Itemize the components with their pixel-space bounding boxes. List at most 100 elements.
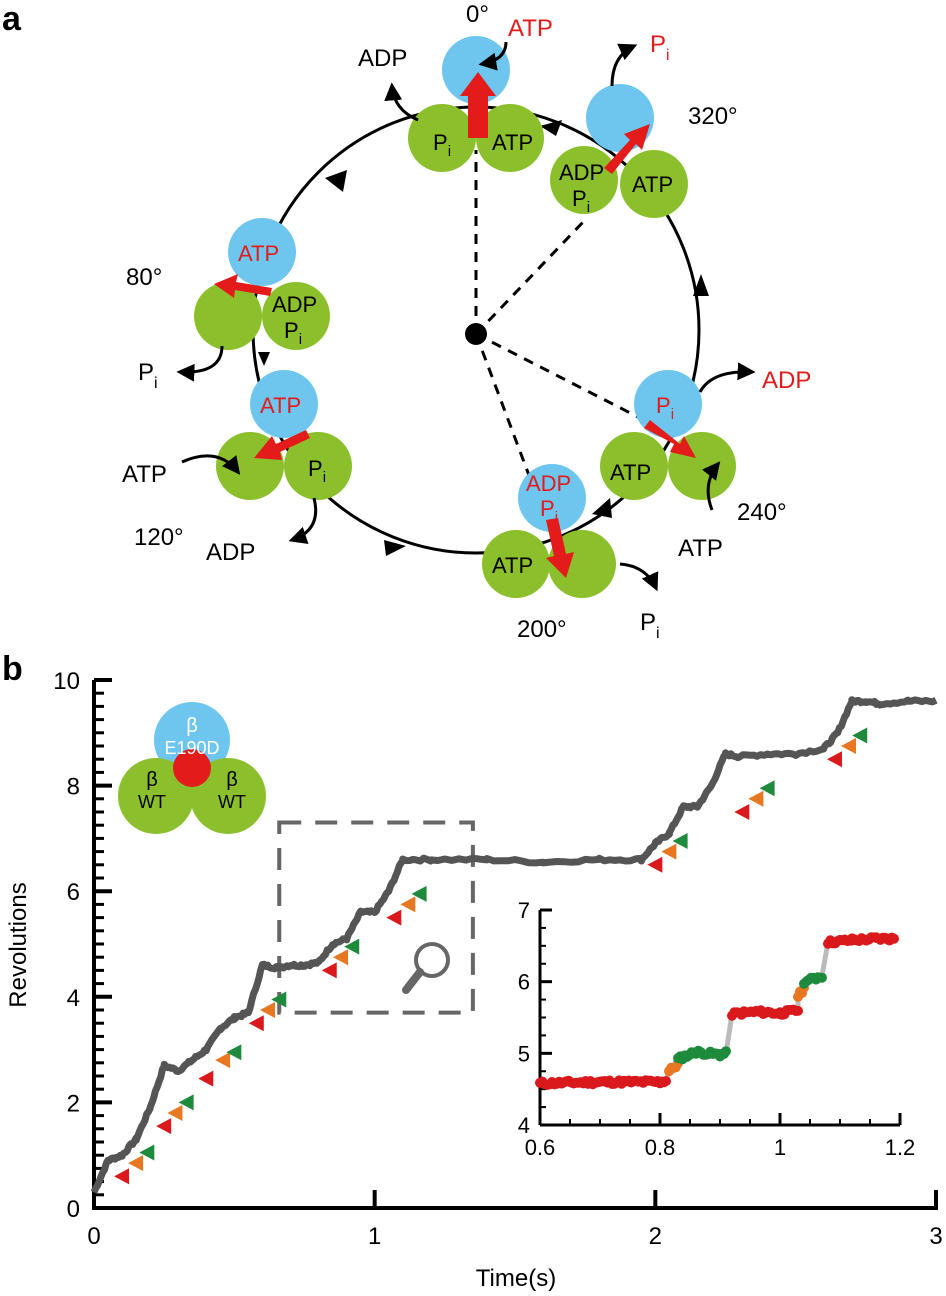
- label-pi-320-sub: i: [666, 47, 670, 64]
- s80-right-sub: i: [299, 331, 302, 348]
- inset-x-tick-label: 0.6: [525, 1135, 556, 1160]
- x-axis-label: Time(s): [476, 1265, 556, 1292]
- inset-y-tick-label: 5: [518, 1041, 530, 1066]
- s120-right-label: P: [308, 456, 323, 481]
- inset-y-tick-label: 6: [518, 970, 530, 995]
- inset-point-green: [721, 1046, 731, 1057]
- x-tick-label: 1: [368, 1223, 381, 1250]
- s200-blue-line1: ADP: [526, 471, 571, 496]
- red-rotor-arrow: [546, 518, 574, 578]
- inset-point-red: [793, 1005, 803, 1016]
- beta-green-subunit-left: [408, 104, 476, 172]
- inset-x-tick-label: 1: [774, 1135, 786, 1160]
- exchange-labels: ATP ADP Pi Pi ATP ADP Pi ADP ATP: [122, 15, 811, 642]
- label-pi-200-sub: i: [656, 625, 660, 642]
- step-marker-orange: [260, 1002, 276, 1018]
- s320-left-line2: P: [572, 186, 587, 211]
- beta-blue-subunit: [228, 218, 296, 286]
- state-200-deg: ADP Pi ATP: [482, 464, 616, 598]
- step-marker-orange: [215, 1052, 231, 1069]
- label-adp-out-120: ADP: [206, 539, 255, 566]
- step-marker-orange: [748, 790, 764, 807]
- inset-point-green: [817, 972, 827, 983]
- beta-green-subunit-right: [668, 432, 736, 500]
- y-tick-label: 8: [67, 774, 80, 801]
- beta-green-subunit-right: [476, 104, 544, 172]
- state-320-deg: ADP Pi ATP: [550, 84, 688, 218]
- s0-left-sub: i: [448, 143, 451, 160]
- step-marker-green: [411, 885, 427, 902]
- y-tick-label: 0: [67, 1196, 80, 1223]
- step-marker-red: [156, 1118, 172, 1135]
- angle-120: 120°: [134, 524, 184, 551]
- s200-left-label: ATP: [492, 553, 533, 578]
- label-pi-80-sub: i: [154, 375, 158, 392]
- x-tick-label: 3: [929, 1223, 942, 1250]
- step-marker-green: [759, 780, 775, 797]
- label-adp-out-240: ADP: [762, 367, 811, 394]
- red-rotor-arrow: [460, 72, 496, 138]
- label-pi-320: P: [650, 31, 666, 58]
- s80-right-line2: P: [284, 318, 299, 343]
- s320-left-sub: i: [587, 199, 590, 216]
- step-marker-red: [114, 1168, 130, 1185]
- s240-left-label: ATP: [610, 460, 651, 485]
- step-marker-green: [226, 1044, 242, 1061]
- s320-left-line1: ADP: [559, 160, 604, 185]
- y-tick-label: 6: [67, 879, 80, 906]
- step-marker-orange: [661, 843, 677, 860]
- red-rotor-arrow: [254, 430, 310, 460]
- angle-dashed-lines: [474, 150, 641, 479]
- step-marker-green: [344, 938, 360, 955]
- gamma-rotor-dot: [173, 749, 211, 787]
- svg-text:Pi: Pi: [540, 496, 558, 526]
- top-beta-symbol: β: [186, 715, 198, 737]
- svg-text:Pi: Pi: [650, 31, 670, 64]
- y-tick-label: 2: [67, 1090, 80, 1117]
- revolution-trace: [90, 696, 938, 1194]
- s240-blue-sub: i: [671, 406, 674, 423]
- step-marker-orange: [332, 949, 348, 966]
- state-120-deg: ATP Pi: [216, 370, 352, 500]
- label-atp-in-120: ATP: [122, 461, 167, 488]
- step-marker-red: [826, 751, 842, 768]
- red-rotor-arrow: [214, 274, 272, 298]
- angle-320: 320°: [688, 103, 738, 130]
- s0-right-label: ATP: [492, 130, 533, 155]
- zoom-box: [277, 820, 475, 1015]
- rotor-center-dot: [465, 323, 487, 345]
- step-marker-green: [139, 1144, 155, 1161]
- red-rotor-arrow: [604, 124, 650, 174]
- s240-blue-label: P: [656, 393, 671, 418]
- beta-green-subunit-left: [600, 432, 668, 500]
- beta-green-subunit-right: [548, 530, 616, 598]
- beta-blue-subunit: [250, 370, 318, 438]
- beta-green-subunit-left: [194, 282, 262, 350]
- inset-x-tick-label: 0.8: [645, 1135, 676, 1160]
- beta-green-subunit-left: [482, 530, 550, 598]
- s120-blue-label: ATP: [260, 393, 301, 418]
- subunit-diagram: β E190D β WT β WT: [118, 702, 266, 834]
- svg-text:Pi: Pi: [308, 456, 326, 486]
- beta-green-subunit-right: [284, 432, 352, 500]
- step-marker-red: [321, 962, 337, 979]
- right-beta-symbol: β: [226, 769, 238, 791]
- svg-text:Pi: Pi: [572, 186, 590, 216]
- label-atp-in-0: ATP: [508, 15, 553, 42]
- inset-background: [510, 900, 930, 1180]
- svg-text:Pi: Pi: [433, 130, 451, 160]
- step-marker-red: [198, 1070, 214, 1087]
- step-marker-red: [734, 804, 750, 820]
- svg-text:Pi: Pi: [138, 359, 158, 392]
- beta-e190d-subunit: [154, 702, 230, 778]
- step-marker-red: [248, 1015, 264, 1032]
- panel-b-label: b: [2, 650, 23, 688]
- beta-green-subunit-right: [262, 282, 330, 350]
- step-marker-green: [271, 991, 287, 1008]
- beta-green-subunit-left: [550, 146, 618, 214]
- step-marker-orange: [400, 896, 416, 913]
- step-marker-green: [672, 833, 688, 850]
